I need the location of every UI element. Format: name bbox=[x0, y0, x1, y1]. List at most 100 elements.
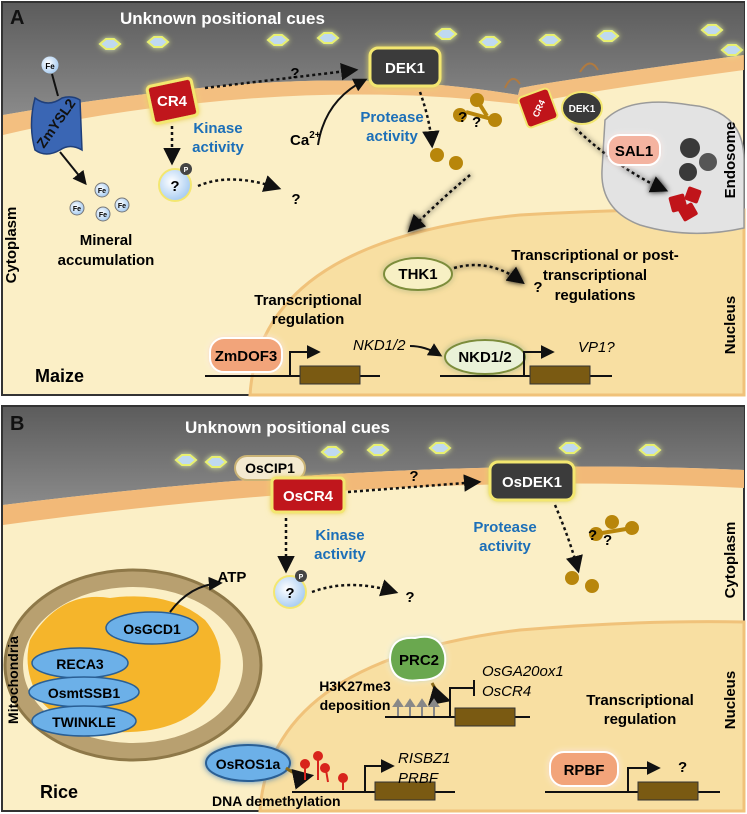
reca3-label: RECA3 bbox=[56, 656, 104, 672]
oscr4-gene-label: OsCR4 bbox=[482, 683, 531, 700]
endocytosis-arrow bbox=[574, 127, 669, 193]
svg-text:?: ? bbox=[588, 527, 597, 544]
dek1-small bbox=[561, 91, 603, 125]
cr4-to-dek1-arrow bbox=[204, 62, 359, 90]
trans-reg-label-a-2: regulation bbox=[272, 311, 345, 328]
thk1-downstream-arrow bbox=[453, 263, 525, 285]
kinase-label-a-2: activity bbox=[192, 139, 244, 156]
promoter-arrow-a2 bbox=[523, 345, 555, 376]
panel-a-letter: A bbox=[10, 7, 24, 29]
trans-reg-label-b-2: regulation bbox=[604, 711, 677, 728]
fe-label: Fe bbox=[45, 62, 55, 71]
oscip1-label: OsCIP1 bbox=[245, 460, 295, 476]
substrate-question-a: ? bbox=[170, 178, 179, 195]
cr4-dek1-question: ? bbox=[290, 65, 299, 82]
promoter-arrow-b2 bbox=[364, 759, 395, 792]
dek1-small-label: DEK1 bbox=[569, 104, 596, 115]
endosome-label: Endosome bbox=[722, 122, 739, 199]
sal1-label: SAL1 bbox=[615, 143, 653, 160]
phospho-substrate-b bbox=[273, 575, 307, 609]
methyl-marks bbox=[300, 751, 348, 790]
dek1-protein bbox=[368, 46, 442, 88]
oscr4-to-osdek1-arrow bbox=[347, 474, 482, 494]
cue-hexagon bbox=[266, 34, 290, 46]
oscr4-osdek1-question: ? bbox=[409, 468, 418, 485]
svg-text:?: ? bbox=[603, 532, 612, 549]
cue-hexagon bbox=[478, 36, 502, 48]
zmdof3-protein bbox=[209, 337, 283, 373]
gene-box-unknown bbox=[637, 781, 699, 801]
kinase-label-b-1: Kinase bbox=[315, 527, 364, 544]
prc2-complex bbox=[388, 635, 447, 682]
oscip1-protein bbox=[234, 455, 306, 481]
panel-a: A Unknown positional cues Fe ZmYSL2 Fe F… bbox=[1, 1, 746, 397]
gene-box-nkd bbox=[299, 365, 361, 385]
rpbf-target-question: ? bbox=[678, 759, 687, 776]
downstream-question-a: ? bbox=[291, 191, 300, 208]
cr4-label: CR4 bbox=[157, 93, 188, 110]
cue-hexagon bbox=[720, 44, 744, 56]
phospho-p-a: P bbox=[184, 167, 189, 174]
cytoplasm-label-b: Cytoplasm bbox=[722, 522, 739, 599]
positional-cues-label-b: Unknown positional cues bbox=[185, 418, 390, 437]
trans-post-label-3: regulations bbox=[555, 287, 636, 304]
osdek1-cleavage-arrow bbox=[553, 504, 583, 574]
atp-arrow bbox=[169, 576, 223, 613]
positional-cues-a bbox=[98, 24, 744, 56]
osros1a-arrow bbox=[285, 766, 315, 790]
prc2-arrow bbox=[427, 682, 452, 706]
cytoplasm-label-a: Cytoplasm bbox=[3, 207, 20, 284]
osgcd1-protein bbox=[105, 611, 199, 645]
protease-label-b-2: activity bbox=[479, 538, 531, 555]
dek1-cleavage-arrow bbox=[418, 91, 440, 149]
protease-label-a-2: activity bbox=[366, 128, 418, 145]
osros1a-label: OsROS1a bbox=[216, 756, 281, 772]
substrate-question-b: ? bbox=[285, 585, 294, 602]
dek1-substrate-a: ? ? bbox=[453, 93, 502, 131]
cr4-receptor-small bbox=[517, 87, 559, 129]
calcium-label: Ca2+ bbox=[290, 130, 321, 149]
protease-label-a-1: Protease bbox=[360, 109, 423, 126]
substrate-downstream-arrow-a bbox=[197, 175, 282, 192]
zmysl2-arrow bbox=[59, 151, 87, 186]
cue-hexagon bbox=[146, 36, 170, 48]
membrane-invagination bbox=[504, 62, 599, 89]
protease-label-b-1: Protease bbox=[473, 519, 536, 536]
svg-text:?: ? bbox=[472, 114, 481, 131]
fe-cluster: Fe Fe Fe Fe bbox=[69, 182, 130, 222]
prbf-label: PRBF bbox=[398, 770, 439, 787]
trans-reg-label-b-1: Transcriptional bbox=[586, 692, 694, 709]
cue-hexagon bbox=[316, 32, 340, 44]
cue-hexagon bbox=[204, 456, 228, 468]
gene-box-vp1 bbox=[529, 365, 591, 385]
svg-text:Fe: Fe bbox=[99, 212, 107, 219]
zmysl2-transporter bbox=[30, 96, 83, 155]
vp1-gene-label: VP1? bbox=[578, 339, 615, 356]
fe-ion bbox=[40, 55, 60, 75]
cue-hexagon bbox=[320, 446, 344, 458]
thk1-question: ? bbox=[533, 279, 542, 296]
osdek1-protein bbox=[488, 460, 576, 502]
dek1-label: DEK1 bbox=[385, 60, 425, 77]
svg-text:Fe: Fe bbox=[118, 203, 126, 210]
zmdof3-label: ZmDOF3 bbox=[215, 348, 278, 365]
cleaved-fragment-b bbox=[565, 571, 579, 585]
cue-hexagon bbox=[428, 442, 452, 454]
phospho-group-a bbox=[180, 163, 192, 175]
endosome-cargo bbox=[668, 138, 717, 222]
cue-hexagon bbox=[434, 28, 458, 40]
kinase-label-b-2: activity bbox=[314, 546, 366, 563]
positional-cues-b bbox=[174, 442, 662, 468]
thk1-protein bbox=[383, 257, 453, 291]
osmtssb1-label: OsmtSSB1 bbox=[48, 685, 121, 701]
panel-b-letter: B bbox=[10, 413, 24, 435]
cr4-receptor bbox=[145, 76, 200, 125]
mitochondria-label: Mitochondria bbox=[5, 636, 21, 724]
risbz1-label: RISBZ1 bbox=[398, 750, 451, 767]
species-label-rice: Rice bbox=[40, 782, 78, 802]
nkd-gene-label: NKD1/2 bbox=[353, 337, 406, 354]
trans-reg-label-a-1: Transcriptional bbox=[254, 292, 362, 309]
downstream-question-b: ? bbox=[405, 589, 414, 606]
svg-text:Fe: Fe bbox=[98, 188, 106, 195]
